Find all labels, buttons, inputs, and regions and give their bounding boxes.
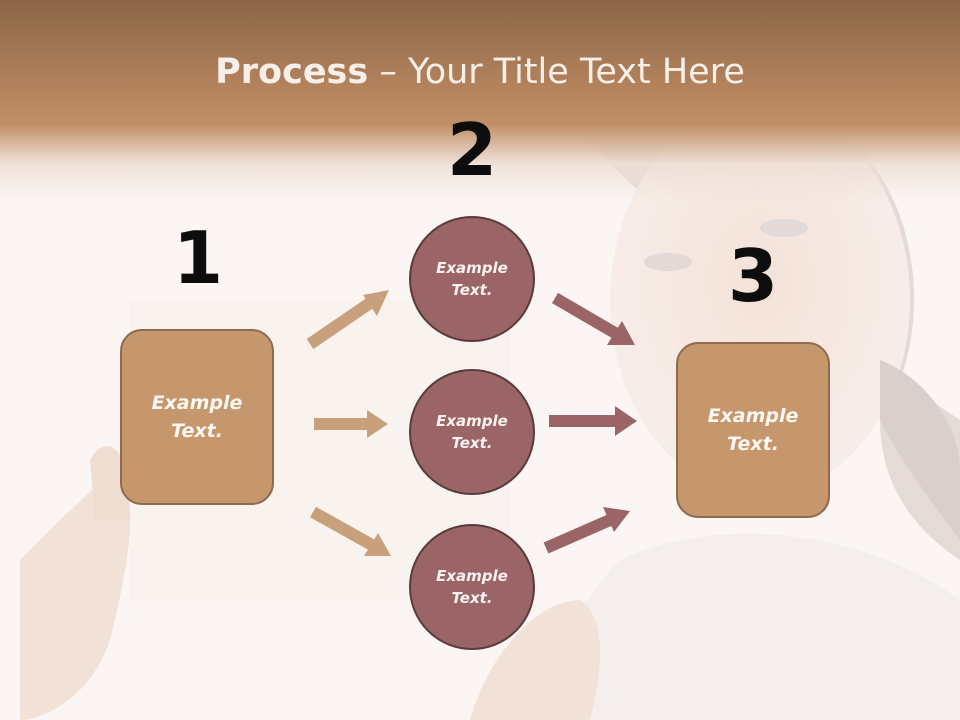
step-2-circle-top: Example Text. [409, 216, 535, 342]
arrow-bottom-to-3 [543, 507, 630, 554]
header-band [0, 0, 960, 200]
step-1-box: Example Text. [120, 329, 274, 505]
title-bold: Process [215, 52, 369, 92]
arrow-1-to-middle [314, 410, 388, 438]
step-3-box: Example Text. [676, 342, 830, 518]
step-2-circle-bottom: Example Text. [409, 524, 535, 650]
step-2-circle-middle: Example Text. [409, 369, 535, 495]
step-number-1: 1 [172, 216, 224, 300]
step-3-text: Example Text. [707, 404, 799, 456]
arrow-top-to-3 [551, 292, 635, 345]
arrow-1-to-bottom [310, 506, 391, 556]
arrow-1-to-top [306, 290, 389, 349]
step-number-3: 3 [727, 234, 779, 318]
circle-text: Example Text. [436, 258, 508, 300]
slide-title: Process – Your Title Text Here [0, 52, 960, 92]
circle-text: Example Text. [436, 411, 508, 453]
step-1-text: Example Text. [151, 391, 243, 443]
title-rest: – Your Title Text Here [368, 52, 745, 92]
step-number-2: 2 [446, 108, 498, 192]
circle-text: Example Text. [436, 566, 508, 608]
arrow-middle-to-3 [549, 406, 637, 436]
